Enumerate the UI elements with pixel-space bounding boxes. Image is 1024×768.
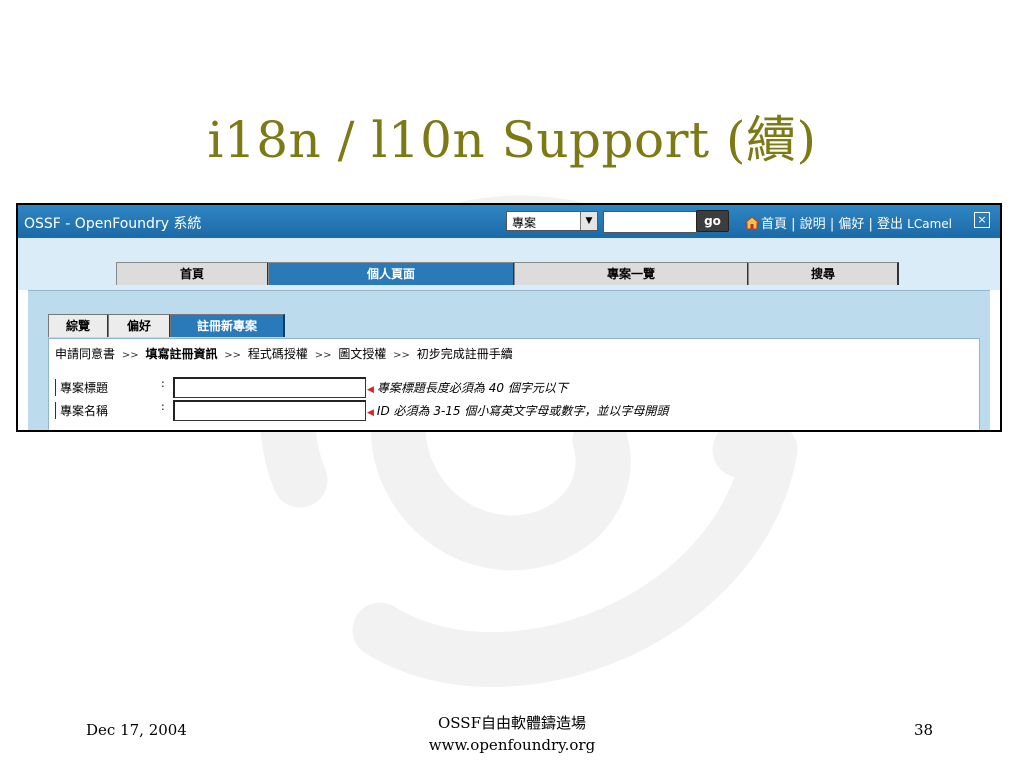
slide-title: i18n / l10n Support (續) — [207, 111, 817, 169]
form-row-title: 專案標題 : ◀專案標題長度必須為 40 個字元以下 — [55, 377, 955, 398]
field-label-project-title: 專案標題 — [55, 379, 108, 396]
subtab-register-project[interactable]: 註冊新專案 — [170, 314, 285, 337]
app-topbar: OSSF - OpenFoundry 系統 專案 ▼ go 首頁 | 說明 | … — [18, 205, 1000, 238]
hint-arrow-icon: ◀ — [367, 408, 374, 418]
nav-tab-search[interactable]: 搜尋 — [748, 262, 899, 285]
register-form: 申請同意書 >> 填寫註冊資訊 >> 程式碼授權 >> 圖文授權 >> 初步完成… — [48, 338, 980, 430]
search-scope-select[interactable]: 專案 ▼ — [506, 211, 598, 231]
go-button[interactable]: go — [696, 210, 729, 232]
footer-org-name: OSSF自由軟體鑄造場 — [438, 714, 586, 732]
step-separator: >> — [314, 350, 332, 361]
top-link-preferences[interactable]: 偏好 — [838, 217, 865, 232]
nav-tab-home[interactable]: 首頁 — [116, 262, 269, 285]
top-link-logout[interactable]: 登出 — [877, 217, 904, 232]
app-title: OSSF - OpenFoundry 系統 — [24, 216, 202, 232]
search-scope-value: 專案 — [512, 216, 537, 230]
app-screenshot: OSSF - OpenFoundry 系統 專案 ▼ go 首頁 | 說明 | … — [16, 203, 1002, 432]
project-title-input[interactable] — [173, 377, 366, 398]
close-icon[interactable]: × — [974, 212, 990, 228]
top-link-help[interactable]: 說明 — [799, 217, 826, 232]
footer-url: www.openfoundry.org — [428, 736, 596, 754]
subtab-overview[interactable]: 綜覽 — [48, 314, 109, 337]
nav-tab-projects[interactable]: 專案一覽 — [514, 262, 749, 285]
project-title-hint: ◀專案標題長度必須為 40 個字元以下 — [367, 381, 568, 395]
footer-date: Dec 17, 2004 — [86, 721, 187, 739]
field-label-project-name: 專案名稱 — [55, 402, 108, 419]
top-link-home[interactable]: 首頁 — [761, 217, 788, 232]
main-nav: 首頁 個人頁面 專案一覽 搜尋 — [18, 238, 1000, 290]
step-separator: >> — [393, 350, 410, 361]
top-links: 首頁 | 說明 | 偏好 | 登出 LCamel — [745, 213, 952, 232]
wizard-step-5: 初步完成註冊手續 — [416, 347, 513, 361]
dropdown-arrow-icon[interactable]: ▼ — [580, 212, 597, 230]
step-separator: >> — [121, 350, 139, 361]
wizard-step-3: 程式碼授權 — [247, 347, 308, 361]
wizard-steps: 申請同意書 >> 填寫註冊資訊 >> 程式碼授權 >> 圖文授權 >> 初步完成… — [55, 345, 513, 362]
hint-arrow-icon: ◀ — [367, 385, 374, 395]
page-number: 38 — [914, 721, 934, 739]
username: LCamel — [907, 217, 952, 231]
form-row-name: 專案名稱 : ◀ID 必須為 3-15 個小寫英文字母或數字，並以字母開頭 — [55, 400, 955, 421]
content-panel: 綜覽 偏好 註冊新專案 申請同意書 >> 填寫註冊資訊 >> 程式碼授權 >> … — [28, 290, 990, 430]
search-input[interactable] — [603, 211, 697, 233]
footer-org: OSSF自由軟體鑄造場 www.openfoundry.org — [0, 712, 1024, 756]
home-icon — [745, 217, 759, 229]
project-name-input[interactable] — [173, 400, 366, 421]
nav-tab-personal[interactable]: 個人頁面 — [268, 262, 515, 285]
subtab-preferences[interactable]: 偏好 — [108, 314, 171, 337]
wizard-step-2-current: 填寫註冊資訊 — [145, 347, 218, 361]
project-name-hint: ◀ID 必須為 3-15 個小寫英文字母或數字，並以字母開頭 — [367, 404, 669, 418]
wizard-step-4: 圖文授權 — [338, 347, 387, 361]
step-separator: >> — [224, 350, 242, 361]
wizard-step-1: 申請同意書 — [55, 347, 116, 361]
